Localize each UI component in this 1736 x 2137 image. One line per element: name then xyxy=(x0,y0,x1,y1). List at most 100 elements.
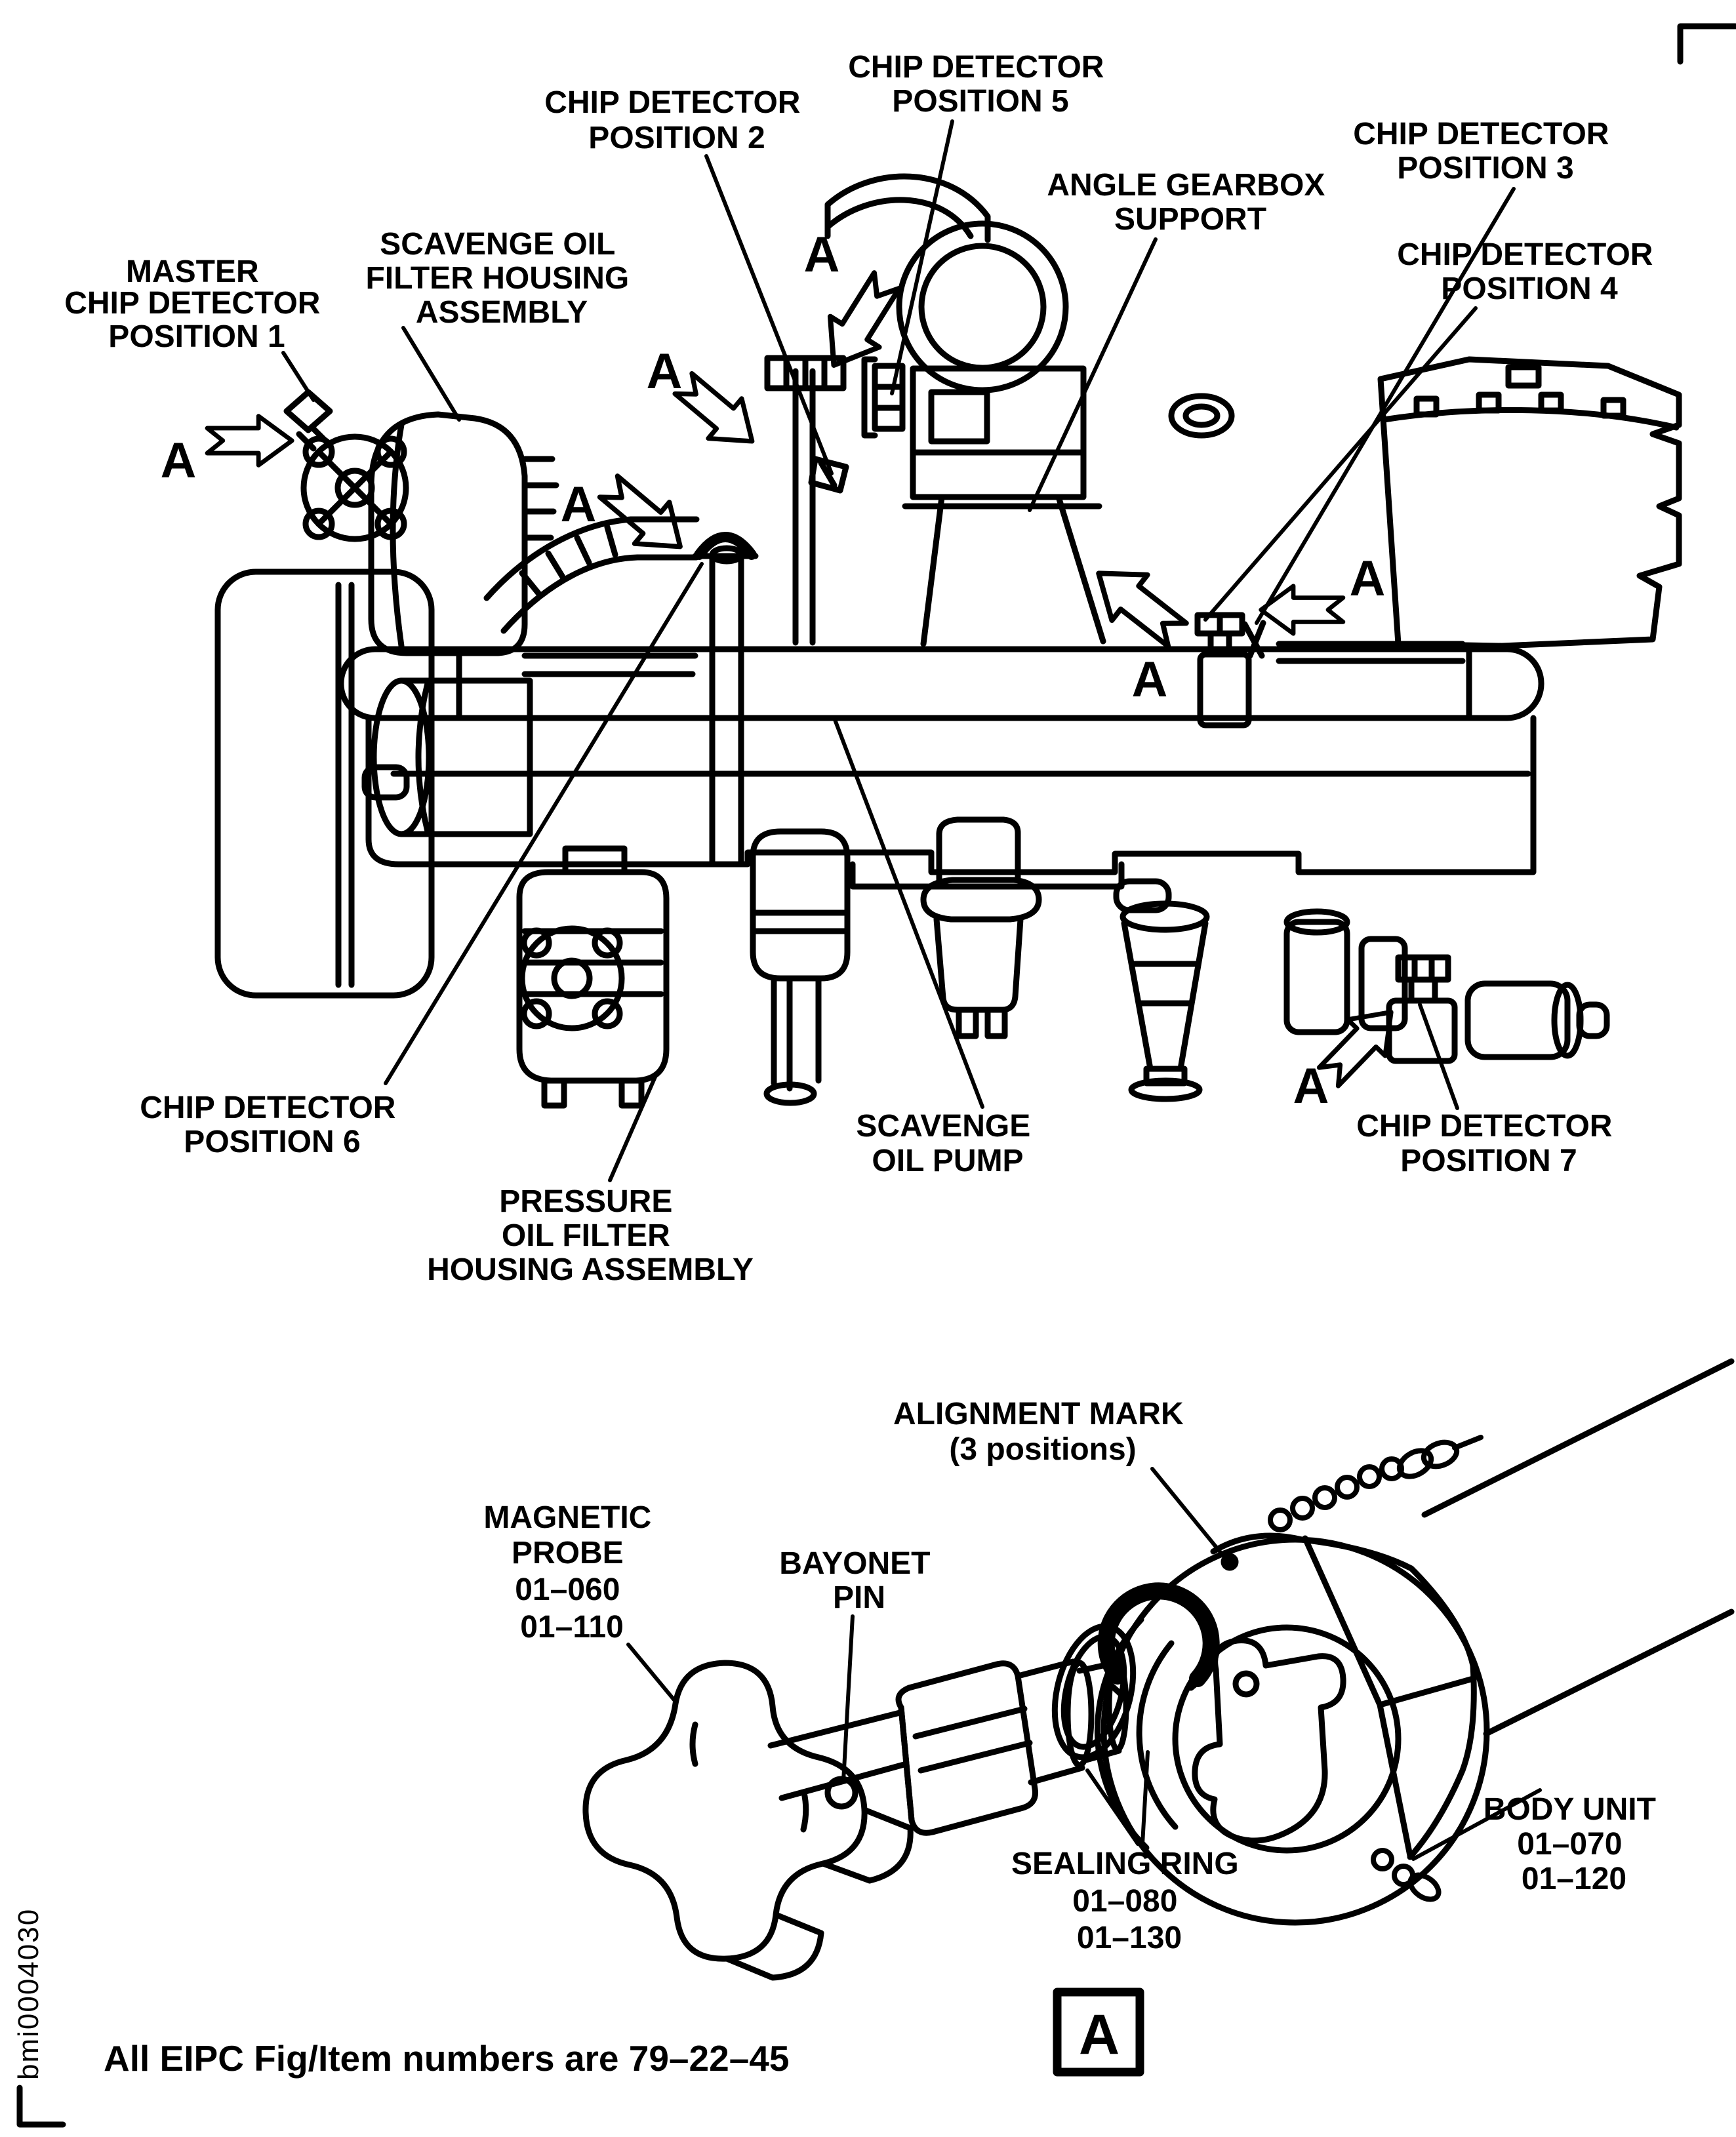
label-chip-detector-position-3: CHIP DETECTOR POSITION 3 xyxy=(1353,117,1618,186)
corner-mark-top-right xyxy=(1677,23,1736,65)
angle-gearbox-port xyxy=(928,389,990,445)
view-letter-a7: A xyxy=(1293,1058,1329,1114)
leader-scavenge-filter xyxy=(401,326,461,422)
pump-collar xyxy=(920,877,1042,923)
view-letter-a2: A xyxy=(647,344,683,399)
main-view-labels: MASTER CHIP DETECTOR POSITION 1 SCAVENGE… xyxy=(64,50,1653,1287)
detail-box-letter: A xyxy=(1079,2003,1120,2066)
main-case-pipe xyxy=(338,646,1544,721)
bolt-nub xyxy=(1476,391,1502,414)
angle-gearbox-bore-inner xyxy=(918,243,1047,371)
master-chip-detector-cross xyxy=(315,449,394,527)
label-bayonet-pin: BAYONET PIN xyxy=(779,1546,939,1615)
body-unit-hex-facets xyxy=(1210,1532,1477,1860)
label-scavenge-oil-pump: SCAVENGE OIL PUMP xyxy=(856,1109,1039,1178)
leader-scavenge-pump xyxy=(832,716,984,1109)
chip-detector-3-fitting xyxy=(1241,620,1266,659)
label-body-unit: BODY UNIT 01–070 01–120 xyxy=(1484,1792,1665,1896)
canister-leg xyxy=(541,1077,567,1109)
label-chip-detector-position-7: CHIP DETECTOR POSITION 7 xyxy=(1356,1109,1621,1178)
scavenge-filter-housing xyxy=(368,411,528,656)
corner-mark-bottom-left xyxy=(16,2085,66,2128)
wheel-ear xyxy=(374,435,407,468)
filter-wheel-flange xyxy=(519,925,625,1031)
view-arrow-left xyxy=(205,414,294,468)
cone-body xyxy=(1121,920,1209,1072)
leader-bayonet-pin xyxy=(841,1614,855,1783)
right-cylinder-block xyxy=(1377,356,1682,649)
leader-pos2 xyxy=(704,154,834,475)
flange-ear xyxy=(592,998,623,1029)
bolt-nub xyxy=(1538,391,1564,414)
block-slot xyxy=(1505,364,1542,389)
cylinder-clamp xyxy=(361,764,410,801)
chip-detector-5-flange-detail xyxy=(861,356,906,439)
view-letter-a4: A xyxy=(804,227,840,283)
detail-view-marker-box: A xyxy=(1053,1987,1144,2077)
pipe-to-position-6 xyxy=(628,516,759,561)
view-arrow-letters: A A A A A A A xyxy=(161,227,1386,1114)
probe-collar-threads xyxy=(898,1704,1033,1824)
wheel-ear xyxy=(302,435,335,468)
leader-alignment-mark xyxy=(1150,1467,1227,1560)
flange-ear xyxy=(521,927,552,959)
leader-master-pos1 xyxy=(281,351,315,402)
scavenge-filter-ribs xyxy=(521,456,559,541)
view-arrow-position2 xyxy=(827,270,902,368)
horizontal-cylinder-cap xyxy=(371,677,432,837)
view-direction-arrows xyxy=(205,270,1394,1088)
main-case-body xyxy=(365,715,1537,875)
wheel-ear xyxy=(302,508,335,540)
elbow-pipe-bands xyxy=(519,524,618,597)
mounting-edge-lines xyxy=(1421,1358,1735,1737)
doc-code-vertical: bmi0004030 xyxy=(12,1908,45,2080)
detail-box xyxy=(1053,1987,1144,2077)
leader-pressure-filter xyxy=(608,1073,658,1182)
label-alignment-mark: ALIGNMENT MARK (3 positions) xyxy=(893,1397,1192,1467)
probe-shaft xyxy=(767,1709,910,1801)
scavenge-filter-housing-seam xyxy=(390,422,405,649)
view-arrow-filter-housing xyxy=(597,473,683,549)
pump-body xyxy=(933,916,1024,1013)
label-scavenge-oil-filter-housing: SCAVENGE OIL FILTER HOUSING ASSEMBLY xyxy=(365,227,637,330)
pump-leg xyxy=(956,1007,979,1039)
label-chip-detector-position-6: CHIP DETECTOR POSITION 6 xyxy=(140,1090,405,1159)
leader-sealing-ring-1 xyxy=(1085,1768,1140,1846)
chip-detector-5-flange xyxy=(872,363,906,432)
side-nub xyxy=(1113,878,1172,913)
gearbox-assembly-drawing xyxy=(214,173,1682,1109)
view-letter-a6: A xyxy=(1350,551,1386,607)
view-letter-a3: A xyxy=(561,477,597,532)
pump-neck xyxy=(936,816,1021,883)
label-sealing-ring: SEALING RING 01–080 01–130 xyxy=(1011,1847,1247,1955)
probe-collar xyxy=(895,1660,1039,1836)
label-chip-detector-position-5: CHIP DETECTOR POSITION 5 xyxy=(848,50,1113,119)
leader-pos3 xyxy=(1255,187,1516,625)
chip-detector-7-cap-stripes xyxy=(1411,954,1435,983)
view-arrow-upper-center xyxy=(672,370,755,444)
label-angle-gearbox-support: ANGLE GEARBOX SUPPORT xyxy=(1047,168,1333,237)
view-arrow-position3 xyxy=(1096,570,1189,649)
leader-pos7 xyxy=(1418,1003,1459,1110)
probe-knob xyxy=(582,1660,868,1962)
detail-view-labels: ALIGNMENT MARK (3 positions) MAGNETIC PR… xyxy=(483,1397,1665,1955)
sealing-ring-oring xyxy=(1051,1623,1137,1761)
gearbox-handle-pipe xyxy=(824,173,991,243)
mid-canister-foot xyxy=(763,1081,817,1106)
body-unit-chain xyxy=(1268,1435,1484,1902)
elbow-pipe xyxy=(483,516,641,634)
leader-sealing-ring-2 xyxy=(1141,1750,1150,1846)
chip-detector-3-boss xyxy=(1168,393,1235,439)
chip-detector-6-cap xyxy=(694,532,757,560)
magnetic-probe-detail-drawing xyxy=(582,1358,1735,1981)
probe-knob-marks xyxy=(689,1721,809,1833)
chip-detector-2-fitting xyxy=(808,456,849,494)
bolt-nub xyxy=(1600,397,1626,419)
view-letter-a5: A xyxy=(1132,652,1168,708)
view-arrow-position7 xyxy=(1316,1009,1394,1088)
body-unit-face xyxy=(1172,1624,1402,1854)
leader-body-unit xyxy=(1411,1788,1542,1861)
label-chip-detector-position-2: CHIP DETECTOR POSITION 2 xyxy=(544,85,809,155)
side-cylinder xyxy=(1464,980,1571,1060)
